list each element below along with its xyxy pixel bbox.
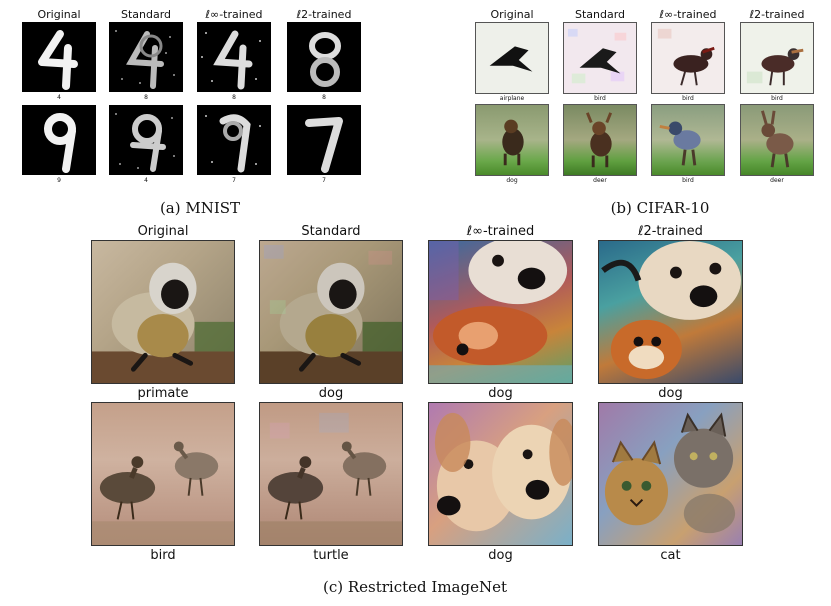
imagenet-col-title-linf: ℓ∞-trained <box>466 224 535 239</box>
cifar-image-original-airplane <box>475 22 549 94</box>
imagenet-label-r1-standard: dog <box>318 386 344 401</box>
imagenet-label-r1-linf: dog <box>488 386 513 401</box>
cifar-image-l2-row1 <box>740 22 814 94</box>
mnist-caption: (a) MNIST <box>159 199 241 217</box>
cifar-col-title-original: Original <box>490 8 534 21</box>
imagenet-image-l2-row2 <box>598 402 743 546</box>
imagenet-label-r2-standard: turtle <box>313 548 349 563</box>
cifar-image-standard-row2 <box>563 104 637 176</box>
imagenet-image-original-primate <box>91 240 235 384</box>
mnist-col-title-standard: Standard <box>120 8 172 21</box>
mnist-image-linf-row2 <box>197 105 271 175</box>
imagenet-label-r2-linf: dog <box>488 548 513 563</box>
mnist-image-standard-row1 <box>109 22 183 92</box>
cifar-label-r2-l2: deer <box>770 177 784 184</box>
imagenet-label-r1-l2: dog <box>658 386 683 401</box>
cifar-label-r1-original: airplane <box>499 95 525 102</box>
imagenet-label-r2-l2: cat <box>660 548 681 563</box>
cifar-label-r1-standard: bird <box>594 95 606 102</box>
imagenet-col-title-standard: Standard <box>301 224 361 239</box>
cifar-image-linf-row2 <box>651 104 725 176</box>
mnist-label-r1-original: 4 <box>57 94 61 101</box>
imagenet-image-original-bird <box>91 402 235 546</box>
cifar-label-r1-l2: bird <box>771 95 783 102</box>
cifar-col-title-linf: ℓ∞-trained <box>659 8 717 21</box>
mnist-image-original-digit-4 <box>22 22 96 92</box>
mnist-label-r1-l2: 8 <box>322 94 326 101</box>
cifar-label-r2-standard: deer <box>593 177 607 184</box>
mnist-label-r2-linf: 7 <box>232 177 236 184</box>
imagenet-caption: (c) Restricted ImageNet <box>322 578 507 596</box>
cifar-image-l2-row2 <box>740 104 814 176</box>
mnist-col-title-linf: ℓ∞-trained <box>205 8 263 21</box>
mnist-image-original-digit-9 <box>22 105 96 175</box>
mnist-label-r2-original: 9 <box>57 177 61 184</box>
cifar-label-r1-linf: bird <box>682 95 694 102</box>
mnist-col-title-l2: ℓ2-trained <box>296 8 352 21</box>
imagenet-image-l2-row1 <box>598 240 743 384</box>
imagenet-image-standard-row1 <box>259 240 403 384</box>
imagenet-image-linf-row2 <box>428 402 573 546</box>
cifar-image-standard-row1 <box>563 22 637 94</box>
mnist-col-title-original: Original <box>37 8 81 21</box>
mnist-image-l2-row1 <box>287 22 361 92</box>
cifar-col-title-standard: Standard <box>574 8 626 21</box>
mnist-image-linf-row1 <box>197 22 271 92</box>
mnist-label-r1-linf: 8 <box>232 94 236 101</box>
cifar-image-original-dog <box>475 104 549 176</box>
mnist-label-r2-l2: 7 <box>322 177 326 184</box>
imagenet-image-standard-row2 <box>259 402 403 546</box>
mnist-label-r2-standard: 4 <box>144 177 148 184</box>
imagenet-label-r1-original: primate <box>137 386 189 401</box>
imagenet-col-title-original: Original <box>137 224 189 239</box>
cifar-col-title-l2: ℓ2-trained <box>749 8 805 21</box>
cifar-label-r2-linf: bird <box>682 177 694 184</box>
imagenet-image-linf-row1 <box>428 240 573 384</box>
imagenet-label-r2-original: bird <box>150 548 176 563</box>
mnist-label-r1-standard: 8 <box>144 94 148 101</box>
cifar-image-linf-row1 <box>651 22 725 94</box>
cifar-caption: (b) CIFAR-10 <box>610 199 710 217</box>
mnist-image-l2-row2 <box>287 105 361 175</box>
cifar-label-r2-original: dog <box>506 177 518 184</box>
imagenet-col-title-l2: ℓ2-trained <box>638 224 703 239</box>
mnist-image-standard-row2 <box>109 105 183 175</box>
